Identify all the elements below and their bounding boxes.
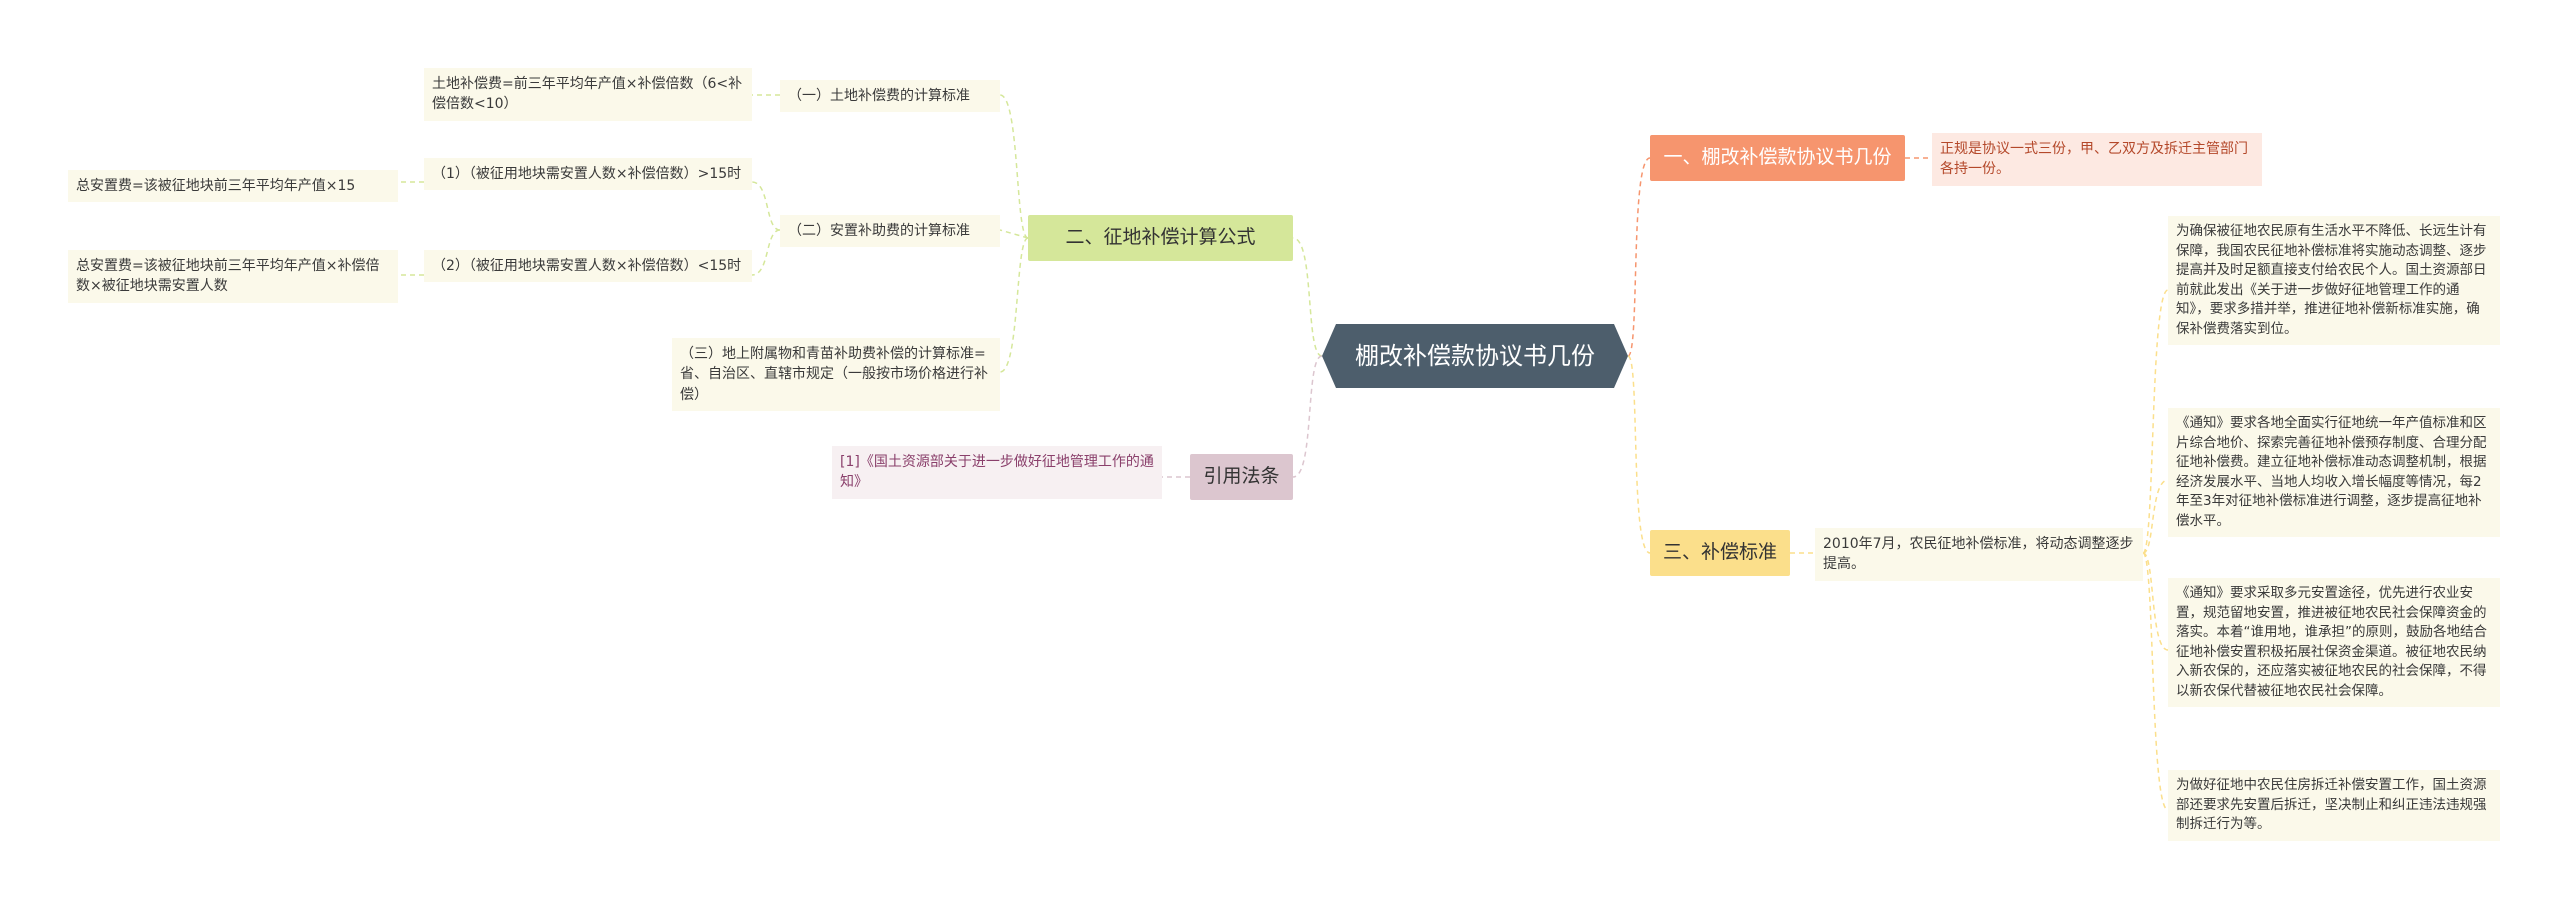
root-topic[interactable]: 棚改补偿款协议书几份 bbox=[1322, 324, 1628, 388]
link-root-branch3 bbox=[1627, 355, 1651, 554]
resettlement-item-2: （2）（被征用地块需安置人数×补偿倍数）<15时 bbox=[424, 250, 752, 283]
branch-citations[interactable]: 引用法条 bbox=[1190, 454, 1293, 500]
branch-compensation-standard[interactable]: 三、补偿标准 bbox=[1650, 530, 1790, 576]
resettlement-standard: （二）安置补助费的计算标准 bbox=[780, 215, 1000, 248]
land-compensation-standard: （一）土地补偿费的计算标准 bbox=[780, 80, 1000, 113]
link-root-branch1 bbox=[1627, 157, 1651, 357]
branch-protocol-copies-label: 一、棚改补偿款协议书几份 bbox=[1663, 146, 1892, 169]
branch-compensation-standard-label: 三、补偿标准 bbox=[1662, 541, 1777, 564]
resettlement-item-1-detail: 总安置费=该被征地块前三年平均年产值×15 bbox=[68, 170, 398, 203]
attachments-standard: （三）地上附属物和青苗补助费补偿的计算标准=省、自治区、直辖市规定（一般按市场价… bbox=[672, 338, 1000, 411]
branch-formula-label: 二、征地补偿计算公式 bbox=[1065, 226, 1256, 249]
link-summary-notes bbox=[2142, 289, 2169, 811]
link-root-branch2 bbox=[1292, 237, 1323, 357]
land-compensation-formula: 土地补偿费=前三年平均年产值×补偿倍数（6<补偿倍数<10） bbox=[424, 68, 752, 121]
resettlement-item-1: （1）（被征用地块需安置人数×补偿倍数）>15时 bbox=[424, 158, 752, 191]
standard-note-3: 《通知》要求采取多元安置途径，优先进行农业安置，规范留地安置，推进被征地农民社会… bbox=[2168, 578, 2500, 708]
resettlement-item-2-detail: 总安置费=该被征地块前三年平均年产值×补偿倍数×被征地块需安置人数 bbox=[68, 250, 398, 303]
root-title: 棚改补偿款协议书几份 bbox=[1355, 341, 1595, 370]
link-root-branch4 bbox=[1292, 355, 1323, 478]
standard-note-2: 《通知》要求各地全面实行征地统一年产值标准和区片综合地价、探索完善征地补偿预存制… bbox=[2168, 408, 2500, 538]
protocol-copies-detail: 正规是协议一式三份，甲、乙双方及拆迁主管部门各持一份。 bbox=[1932, 133, 2262, 186]
branch-protocol-copies[interactable]: 一、棚改补偿款协议书几份 bbox=[1650, 135, 1905, 181]
compensation-standard-summary: 2010年7月，农民征地补偿标准，将动态调整逐步提高。 bbox=[1815, 528, 2143, 581]
link-resettle-items bbox=[751, 181, 781, 276]
link-branch2-resettle bbox=[999, 229, 1029, 239]
branch-citations-label: 引用法条 bbox=[1203, 465, 1280, 488]
citation-reference[interactable]: [1]《国土资源部关于进一步做好征地管理工作的通知》 bbox=[832, 446, 1162, 499]
link-branch2-land bbox=[999, 94, 1029, 239]
standard-note-1: 为确保被征地农民原有生活水平不降低、长远生计有保障，我国农民征地补偿标准将实施动… bbox=[2168, 216, 2500, 346]
standard-note-4: 为做好征地中农民住房拆迁补偿安置工作，国土资源部还要求先安置后拆迁，坚决制止和纠… bbox=[2168, 770, 2500, 841]
link-branch2-attach bbox=[999, 237, 1029, 373]
branch-formula[interactable]: 二、征地补偿计算公式 bbox=[1028, 215, 1293, 261]
